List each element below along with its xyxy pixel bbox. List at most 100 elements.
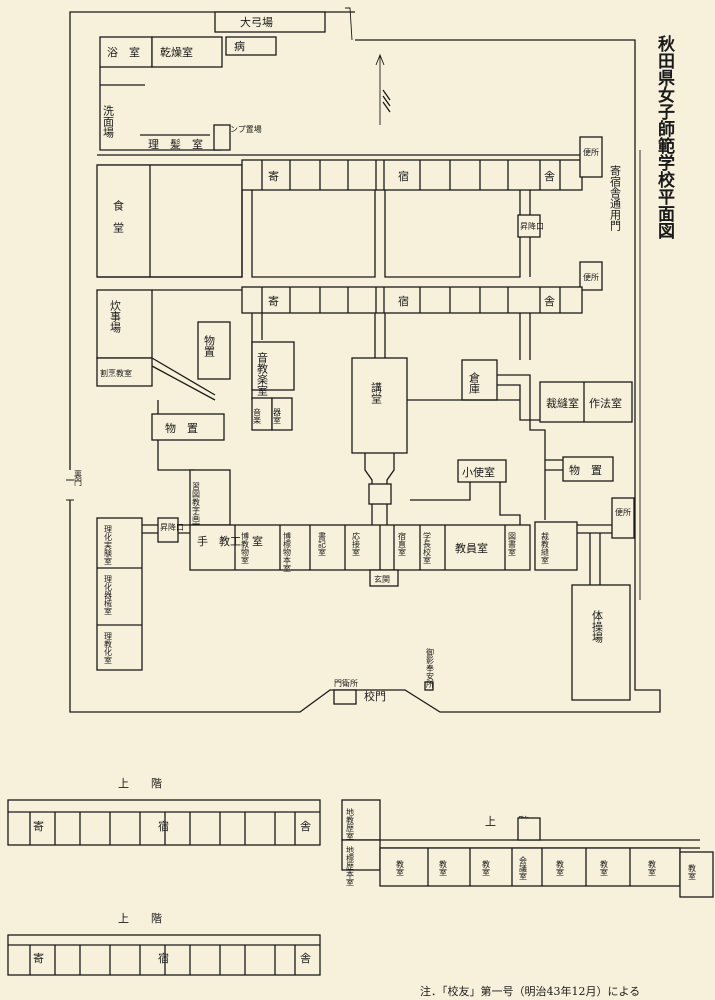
lamp-storage-label: ランプ置場 (222, 124, 262, 134)
svg-text:裁教縫室: 裁教縫室 (541, 531, 550, 564)
svg-text:博教物室: 博教物室 (241, 531, 250, 564)
svg-text:教室: 教室 (439, 859, 448, 876)
svg-text:便所: 便所 (615, 507, 631, 517)
svg-text:学長校室: 学長校室 (423, 531, 432, 564)
svg-text:舎: 舎 (300, 952, 311, 965)
dorm-row-1 (241, 159, 583, 191)
svg-text:食 堂: 食 堂 (112, 199, 125, 233)
dorm-gate-label: 寄宿舎通用門 (609, 164, 622, 232)
svg-text:炊事場: 炊事場 (109, 300, 122, 334)
drying-room (151, 36, 223, 68)
svg-text:割烹教室: 割烹教室 (100, 368, 132, 378)
gatekeeper-hut (333, 689, 357, 705)
svg-text:宿: 宿 (398, 294, 409, 308)
drawing-room (189, 469, 231, 526)
svg-text:手 教工 室: 手 教工 室 (197, 534, 263, 548)
svg-text:宿: 宿 (158, 951, 169, 965)
svg-text:講堂: 講堂 (370, 381, 383, 404)
dining-hall (96, 164, 243, 278)
svg-text:便所: 便所 (583, 272, 599, 282)
dorm-row-2 (241, 286, 583, 314)
svg-text:寄: 寄 (33, 819, 44, 833)
svg-text:会議室: 会議室 (519, 855, 528, 880)
svg-text:書記室: 書記室 (318, 531, 327, 556)
janitor-room (457, 459, 507, 483)
svg-text:教室: 教室 (556, 859, 565, 876)
svg-text:小使室: 小使室 (462, 465, 495, 479)
svg-text:音教楽室: 音教楽室 (256, 351, 269, 396)
svg-text:器室: 器室 (273, 408, 282, 424)
svg-text:上 階: 上 階 (118, 776, 162, 790)
main-building-row (189, 524, 531, 571)
svg-text:寄: 寄 (33, 951, 44, 965)
svg-text:習図教字画室: 習図教字画室 (192, 482, 201, 530)
entrance (369, 569, 399, 587)
svg-text:図書室: 図書室 (508, 532, 517, 556)
svg-text:地標歴本室: 地標歴本室 (346, 845, 355, 886)
svg-text:門衛所: 門衛所 (334, 678, 358, 688)
science-wing (96, 517, 143, 671)
cooking-classroom (96, 357, 153, 387)
school-gate-label: 校門 (364, 689, 386, 703)
svg-text:理化器械室: 理化器械室 (104, 575, 113, 615)
svg-text:乾燥室: 乾燥室 (160, 45, 193, 59)
svg-text:舎: 舎 (300, 820, 311, 833)
archery-range (214, 11, 326, 33)
svg-text:上 階: 上 階 (118, 911, 162, 925)
svg-text:応接室: 応接室 (352, 531, 361, 556)
sewing-classroom (534, 521, 578, 571)
gymnasium (571, 584, 631, 701)
svg-text:教室: 教室 (396, 859, 405, 876)
toilet-label: 便所 (583, 147, 599, 157)
svg-text:理教化室: 理教化室 (104, 632, 113, 664)
warehouse (461, 359, 498, 401)
svg-text:教員室: 教員室 (455, 541, 488, 555)
upper-classroom-row (379, 847, 681, 887)
svg-text:宿: 宿 (158, 819, 169, 833)
svg-text:物置: 物置 (203, 334, 216, 357)
svg-text:宿: 宿 (398, 169, 409, 183)
kitchen (96, 289, 153, 359)
geo-specimens-room (341, 839, 381, 871)
archery-range-label: 大弓場 (240, 15, 273, 29)
rear-gate-label: 裏門 (74, 469, 83, 487)
north-arrow-icon (375, 53, 385, 125)
svg-text:作法室: 作法室 (589, 396, 622, 410)
diagram-title: 秋田県女子師範学校平面図 (654, 34, 675, 239)
svg-text:御影奉安所: 御影奉安所 (426, 647, 435, 689)
svg-text:音楽: 音楽 (253, 407, 262, 425)
source-note: 注．「校友」第一号（明治43年12月）による (420, 984, 640, 998)
upper-dorm-2 (7, 934, 321, 976)
svg-text:病: 病 (234, 39, 245, 53)
svg-text:寄: 寄 (268, 169, 279, 183)
barber-label: 理 髪 室 (148, 137, 203, 151)
svg-text:裁縫室: 裁縫室 (546, 396, 579, 410)
svg-text:浴 室: 浴 室 (107, 45, 140, 59)
music-room (251, 341, 295, 391)
svg-text:物 置: 物 置 (569, 463, 602, 477)
storage-room-2 (151, 413, 225, 441)
lecture-hall (351, 357, 408, 454)
svg-text:理化実験室: 理化実験室 (104, 525, 113, 565)
svg-text:昇降口: 昇降口 (520, 221, 544, 231)
svg-text:物 置: 物 置 (165, 421, 198, 435)
svg-text:舎: 舎 (544, 170, 555, 183)
svg-text:寄: 寄 (268, 294, 279, 308)
geo-hist-room (341, 799, 381, 841)
sick-room (225, 36, 277, 56)
svg-text:昇降口: 昇降口 (160, 522, 184, 532)
storage-room-1 (197, 321, 231, 380)
bath-room (99, 36, 153, 68)
upper-dorm-1 (7, 799, 321, 846)
storage-room-3 (562, 456, 614, 482)
svg-text:博標物本室: 博標物本室 (283, 531, 292, 572)
svg-text:体操場: 体操場 (591, 609, 604, 644)
svg-text:教室: 教室 (688, 863, 697, 880)
svg-text:舎: 舎 (544, 295, 555, 308)
svg-text:宿直室: 宿直室 (398, 531, 407, 556)
svg-text:倉庫: 倉庫 (468, 371, 481, 395)
svg-text:玄関: 玄関 (374, 574, 390, 584)
washroom-label: 洗面場 (102, 105, 115, 139)
svg-text:地教歴室: 地教歴室 (346, 807, 355, 840)
